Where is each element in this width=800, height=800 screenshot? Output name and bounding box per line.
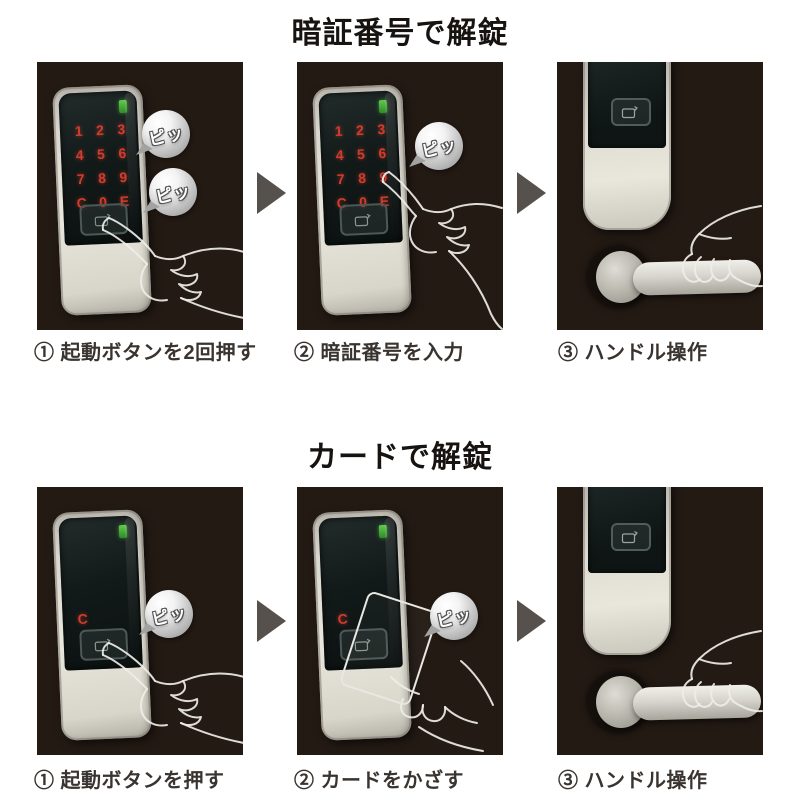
lock-keypad: 1 2 3 4 5 6 7 8 9 C 0 E: [68, 121, 136, 212]
step-caption: ③ ハンドル操作: [558, 342, 708, 364]
lock-touchscreen: 1 2 3 4 5 6 7 8 9 C 0 E: [318, 90, 403, 246]
keypad-key: C: [77, 610, 89, 628]
card-icon: [94, 213, 111, 226]
beep-bubble: ピッ: [136, 110, 190, 161]
step-panel-card-1: C ピッ: [37, 487, 243, 755]
card-icon: [621, 530, 638, 544]
step-panel-pin-3: [557, 62, 763, 330]
wake-button: [611, 523, 651, 551]
card-icon: [94, 638, 111, 651]
step-panel-pin-2: 1 2 3 4 5 6 7 8 9 C 0 E: [297, 62, 503, 330]
beep-text: ピッ: [149, 602, 189, 629]
door-lock-device: 1 2 3 4 5 6 7 8 9 C 0 E: [52, 84, 152, 316]
lock-touchscreen: [588, 487, 666, 573]
arrow-right-icon: [517, 600, 546, 642]
keypad-key: 6: [118, 144, 127, 162]
step-caption: ① 起動ボタンを押す: [34, 770, 225, 792]
wake-button: [79, 202, 129, 236]
keypad-key: 3: [377, 120, 386, 138]
keypad-key: 8: [357, 169, 367, 187]
step-caption: ③ ハンドル操作: [558, 770, 708, 792]
lock-touchscreen: C: [58, 515, 143, 671]
pointing-hand-outline: [101, 642, 243, 744]
step-panel-card-3: [557, 487, 763, 755]
step-caption: ② カードをかざす: [294, 770, 465, 792]
door-lock-device: C: [312, 509, 412, 741]
keypad-key: 8: [97, 169, 107, 187]
card-icon: [621, 105, 638, 119]
door-lock-device: 1 2 3 4 5 6 7 8 9 C 0 E: [312, 84, 412, 316]
keypad-key: C: [337, 610, 349, 628]
keypad-key: 9: [119, 168, 128, 186]
beep-text: ピッ: [434, 604, 474, 631]
wake-button: [611, 98, 651, 126]
beep-text: ピッ: [153, 180, 193, 207]
battery-icon: [118, 99, 128, 114]
battery-icon: [118, 524, 128, 539]
beep-bubble: ピッ: [409, 122, 463, 173]
beep-text: ピッ: [146, 122, 186, 149]
beep-text: ピッ: [419, 134, 459, 161]
step-caption: ② 暗証番号を入力: [294, 342, 465, 364]
step-caption: ① 起動ボタンを2回押す: [34, 342, 257, 364]
keypad-key: 2: [355, 121, 365, 139]
keypad-key: 7: [76, 170, 85, 188]
arrow-right-icon: [257, 172, 286, 214]
section-title-pin: 暗証番号で解錠: [291, 17, 509, 50]
wake-button: [339, 627, 389, 661]
keypad-key: 4: [75, 146, 84, 164]
gripping-hand-outline: [681, 205, 763, 288]
arrow-right-icon: [517, 172, 546, 214]
keypad-key: 1: [334, 122, 343, 140]
wake-button: [79, 627, 129, 661]
card-icon: [354, 213, 371, 226]
arrow-right-icon: [257, 600, 286, 642]
card-holding-hand-outline: [390, 660, 494, 752]
section-title-card: カードで解錠: [307, 441, 493, 474]
lock-body-bottom: [583, 62, 671, 230]
battery-icon: [378, 99, 388, 114]
card-icon: [354, 638, 371, 651]
wake-button: [339, 202, 389, 236]
keypad-key: 5: [96, 145, 106, 163]
keypad-key: 5: [356, 145, 366, 163]
beep-bubble: ピッ: [139, 590, 193, 641]
keypad-key: 2: [95, 121, 105, 139]
lock-touchscreen: 1 2 3 4 5 6 7 8 9 C 0 E: [58, 90, 143, 246]
beep-bubble: ピッ: [143, 168, 197, 219]
lock-touchscreen: [588, 62, 666, 148]
keypad-key: 6: [378, 144, 387, 162]
lock-body-bottom: [583, 487, 671, 655]
beep-bubble: ピッ: [424, 592, 478, 643]
pointing-hand-outline: [381, 171, 503, 330]
gripping-hand-outline: [681, 630, 763, 713]
step-panel-card-2: C ピッ: [297, 487, 503, 755]
keypad-key: 3: [117, 120, 126, 138]
battery-icon: [378, 524, 388, 539]
door-lock-device: C: [52, 509, 152, 741]
pointing-hand-outline: [101, 217, 243, 319]
keypad-key: 4: [335, 146, 344, 164]
keypad-key: 1: [74, 122, 83, 140]
keypad-key: 7: [336, 170, 345, 188]
step-panel-pin-1: 1 2 3 4 5 6 7 8 9 C 0 E: [37, 62, 243, 330]
lock-touchscreen: C: [318, 515, 403, 671]
